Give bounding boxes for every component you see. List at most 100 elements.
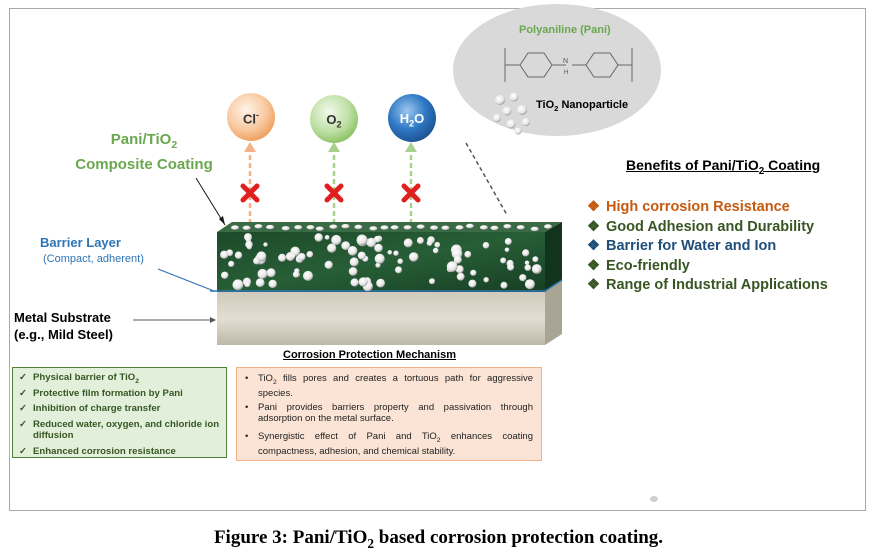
coating-particle	[534, 267, 540, 273]
mechanism-item-text: Inhibition of charge transfer	[33, 403, 161, 414]
coating-particle	[483, 277, 489, 283]
small-mark	[650, 496, 658, 502]
polyaniline-title: Polyaniline (Pani)	[519, 24, 611, 36]
surface-particle	[455, 225, 464, 230]
coating-particle	[524, 279, 535, 290]
mechanism-item: ✓Reduced water, oxygen, and chloride ion…	[19, 419, 220, 446]
benefit-bullet-icon: ❖	[587, 238, 600, 254]
mechanism-item: •Pani provides barriers property and pas…	[245, 402, 533, 429]
coating-particle	[374, 243, 383, 253]
coating-particle	[456, 272, 465, 281]
coating-particle	[220, 250, 229, 259]
surface-particle	[530, 226, 539, 232]
surface-particle	[479, 225, 488, 230]
surface-particle	[430, 225, 439, 230]
coating-particle	[522, 249, 530, 257]
mechanism-item: • Synergistic effect of Pani and TiO2 en…	[245, 431, 533, 458]
mechanism-summary-box: ✓ Physical barrier of TiO2 ✓ Protective fil…	[12, 367, 227, 458]
mechanism-item-text: Physical barrier of TiO2	[33, 372, 139, 385]
surface-particle	[516, 225, 525, 230]
coating-particle	[395, 266, 402, 274]
mechanism-item: ✓ Physical barrier of TiO2	[19, 372, 220, 388]
coating-particle	[234, 251, 243, 259]
coating-particle	[409, 252, 419, 262]
coating-particle	[331, 234, 342, 246]
h-label: H	[564, 70, 569, 76]
coating-particle	[403, 238, 413, 248]
surface-particle	[294, 225, 303, 230]
coating-particle	[455, 265, 464, 274]
mechanism-item-text: Enhanced corrosion resistance	[33, 445, 176, 457]
surface-particle	[281, 226, 290, 231]
blocked-x-icons	[240, 183, 421, 203]
coating-particle	[397, 258, 404, 265]
ion-arrows	[248, 147, 413, 222]
check-icon: ✓	[19, 372, 28, 383]
coating-particle	[504, 238, 512, 245]
check-icon: ✓	[19, 445, 28, 457]
coating-particle	[303, 270, 313, 281]
oxygen-sphere	[310, 95, 358, 143]
check-icon: ✓	[19, 403, 28, 414]
coating-particle	[327, 243, 337, 253]
surface-particle	[354, 224, 363, 230]
bullet-icon: •	[245, 373, 249, 384]
benefit-item: ❖High corrosion Resistance	[587, 199, 790, 215]
coating-particle	[228, 260, 235, 267]
check-icon: ✓	[19, 387, 28, 399]
coating-particle	[290, 246, 301, 257]
coating-particle	[347, 246, 358, 256]
surface-particle	[403, 225, 412, 230]
coating-particle	[266, 268, 276, 278]
coating-particle	[306, 251, 314, 258]
surface-particle	[306, 225, 315, 230]
metal-substrate-block	[217, 280, 562, 345]
mechanism-item: ✓ Inhibition of charge transfer	[19, 403, 220, 419]
barrier-layer-title: Barrier Layer	[40, 235, 121, 250]
substrate-label: Metal Substrate (e.g., Mild Steel)	[14, 310, 113, 342]
coating-block	[217, 222, 562, 292]
water-label: H2O	[399, 111, 425, 129]
coating-particle	[232, 279, 244, 291]
coating-particle	[268, 279, 277, 289]
coating-particle	[324, 260, 333, 269]
coating-particle	[376, 278, 385, 288]
coating-nanoparticles	[220, 223, 552, 292]
coating-particle	[263, 242, 268, 247]
surface-particle	[266, 224, 275, 230]
mechanism-item: ✓ Protective film formation by Pani	[19, 388, 220, 404]
figure-caption: Figure 3: Pani/TiO2 based corrosion prot…	[213, 527, 664, 551]
surface-particle	[369, 226, 378, 231]
coating-particle	[426, 240, 433, 247]
benefit-text: High corrosion Resistance	[606, 199, 790, 215]
surface-particle	[465, 223, 474, 229]
benefit-bullet-icon: ❖	[587, 277, 600, 293]
mechanism-item-text: TiO2 fills pores and creates a tortuous …	[258, 373, 533, 400]
inset-ellipse	[453, 4, 661, 136]
coating-particle	[244, 281, 251, 288]
surface-particle	[380, 225, 389, 230]
coating-particle	[314, 233, 323, 242]
benefits-title: Benefits of Pani/TiO2 Coating	[626, 157, 821, 177]
bullet-icon: •	[245, 401, 249, 413]
mechanism-item-text: Protective film formation by Pani	[33, 387, 183, 399]
polyaniline-structure-icon	[504, 48, 633, 82]
mechanism-item-text: Reduced water, oxygen, and chloride ion …	[33, 418, 220, 442]
coating-particle	[257, 268, 268, 279]
coating-particle	[416, 237, 424, 244]
mechanism-item: ✓ Enhanced corrosion resistance	[19, 446, 220, 462]
coating-particle	[468, 279, 477, 288]
benefit-item: ❖Range of Industrial Applications	[587, 277, 828, 293]
coating-particle	[357, 251, 366, 260]
surface-particle	[315, 226, 324, 231]
coating-particle	[464, 250, 472, 258]
barrier-leader-line	[157, 268, 215, 292]
coating-particle	[453, 255, 462, 264]
barrier-layer-subtitle: (Compact, adherent)	[43, 253, 144, 265]
coating-particle	[446, 261, 458, 272]
coating-particle	[255, 278, 265, 288]
surface-particle	[544, 224, 552, 229]
surface-particle	[329, 224, 338, 229]
coating-particle	[290, 253, 296, 259]
